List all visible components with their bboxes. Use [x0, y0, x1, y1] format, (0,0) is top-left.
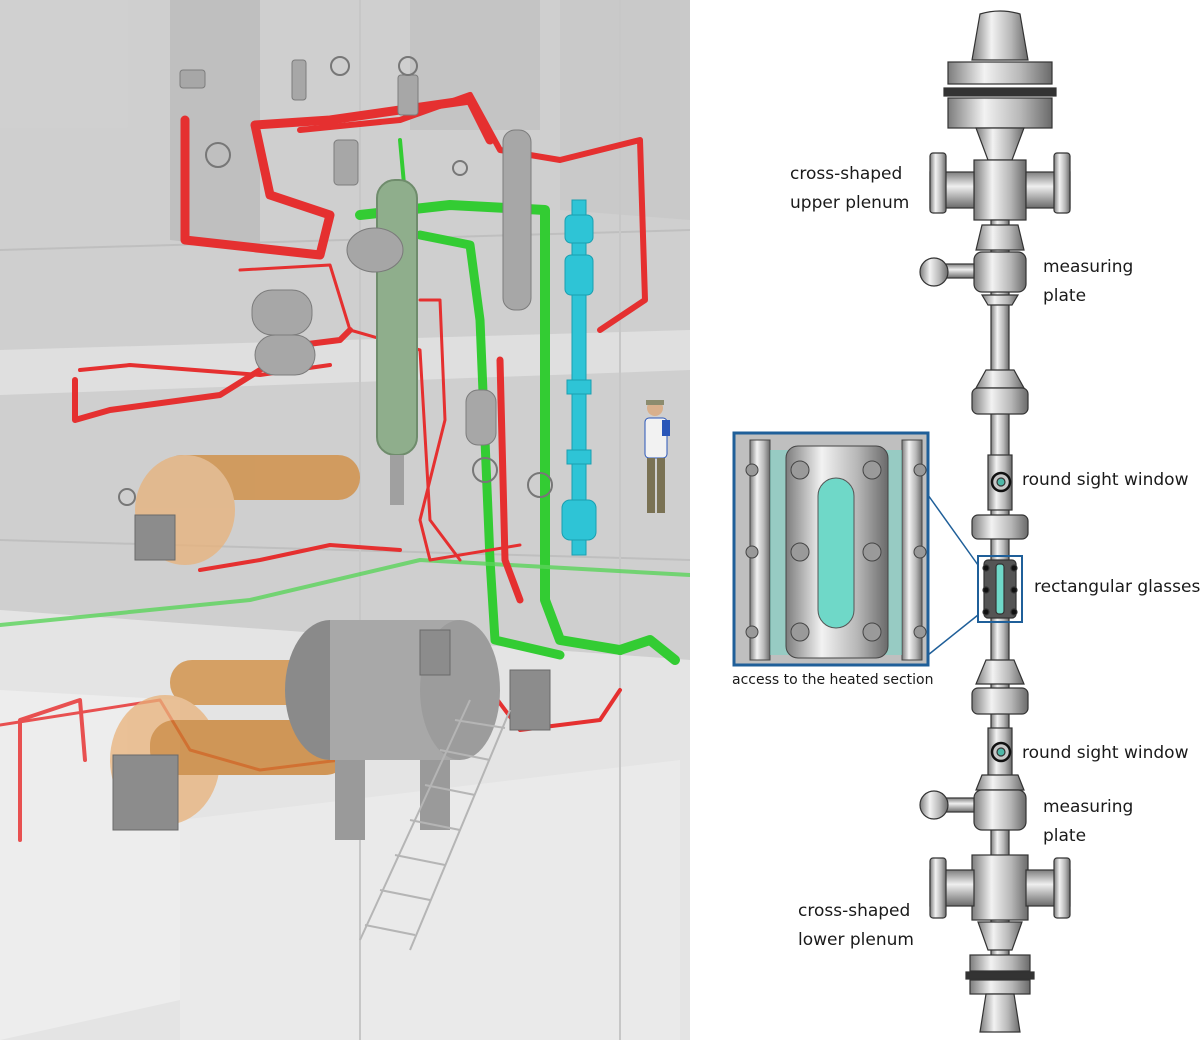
measuring-plate-lower-line2: plate — [1043, 826, 1087, 846]
rectangular-glasses-label: rectangular glasses — [1034, 577, 1200, 597]
upper-plenum-label-line1: cross-shaped — [790, 164, 903, 184]
equipment-cylinders — [179, 59, 532, 446]
callout-leader-line-bottom — [927, 614, 979, 656]
round-window-upper-label: round sight window — [1022, 470, 1189, 490]
lower-plenum-label-line2: lower plenum — [798, 930, 914, 950]
measuring-plate-upper-line2: plate — [1043, 286, 1087, 306]
test-section-column — [919, 10, 1071, 1033]
person-figure — [644, 400, 670, 513]
staircase — [359, 699, 511, 951]
test-section-3d — [561, 199, 597, 556]
equipment-boxes — [112, 514, 551, 831]
upper-plenum-label-line2: upper plenum — [790, 193, 910, 213]
measuring-plate-lower-line1: measuring — [1043, 797, 1134, 817]
measuring-plate-upper-label: measuring plate — [1043, 253, 1133, 311]
lower-plenum-label: cross-shaped lower plenum — [798, 897, 914, 955]
plant-3d-layout — [0, 0, 690, 1040]
measuring-plate-lower-label: measuring plate — [1043, 793, 1133, 851]
handwheels — [118, 56, 553, 506]
upper-plenum-label: cross-shaped upper plenum — [790, 160, 909, 218]
lower-plenum-label-line1: cross-shaped — [798, 901, 911, 921]
callout-leader-line-top — [927, 494, 979, 566]
separator-vessel — [346, 179, 418, 505]
inset-caption: access to the heated section — [732, 672, 934, 688]
inset-detail — [732, 431, 930, 667]
round-window-lower-label: round sight window — [1022, 743, 1189, 763]
measuring-plate-upper-line1: measuring — [1043, 257, 1134, 277]
test-section-drawing — [732, 10, 1071, 1033]
glasses-highlight-box — [977, 555, 1023, 623]
